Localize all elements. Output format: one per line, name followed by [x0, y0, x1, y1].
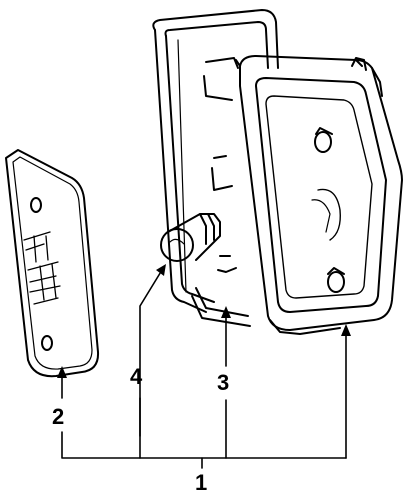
- callout-part-3: 3: [217, 370, 229, 395]
- leader-arrowheads: [57, 264, 351, 378]
- callout-part-1: 1: [195, 470, 207, 495]
- lamp-body-assembly: [235, 55, 403, 335]
- bulb: [160, 213, 221, 262]
- lens-markings: [23, 231, 61, 305]
- callout-part-2: 2: [52, 404, 64, 429]
- side-lens-plate: [5, 149, 100, 378]
- leader-lines: [61, 269, 347, 469]
- callout-part-4: 4: [130, 364, 143, 389]
- lamp-housing: [152, 9, 279, 327]
